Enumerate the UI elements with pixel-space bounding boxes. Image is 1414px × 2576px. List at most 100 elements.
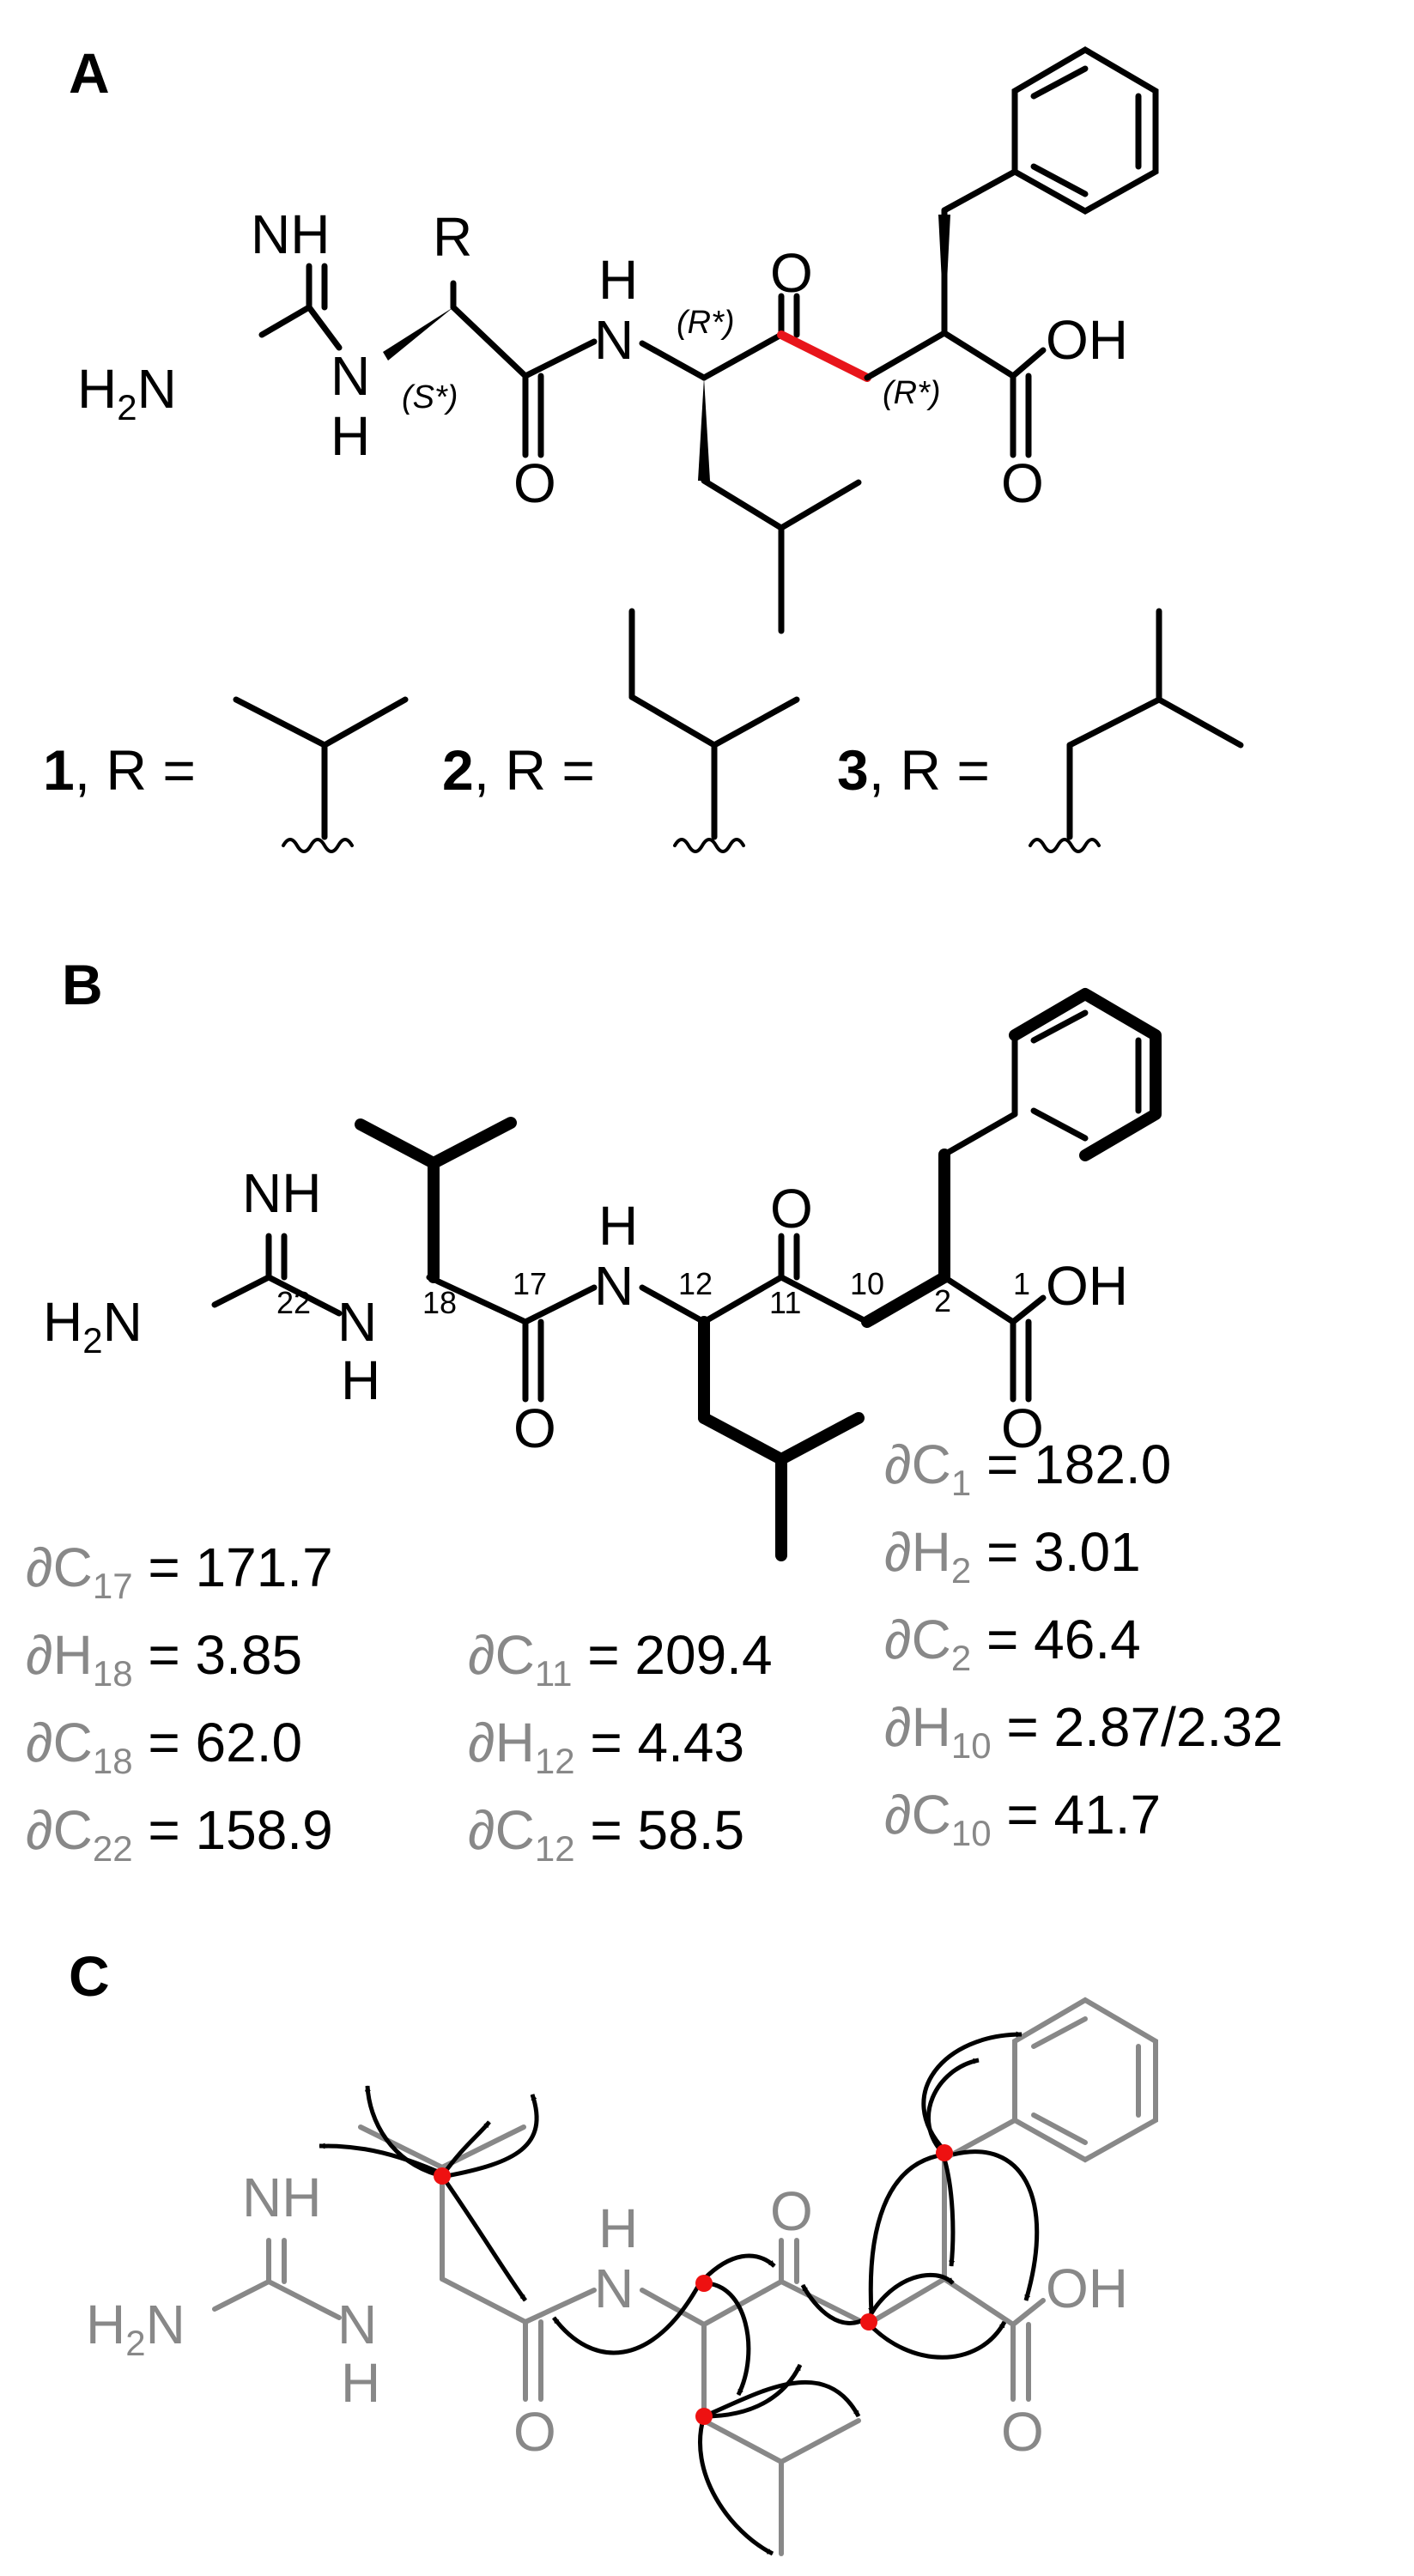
shift-c11: ∂C11 = 209.4 bbox=[468, 1624, 773, 1694]
atom-b-h2n-n: N bbox=[103, 1291, 143, 1353]
arrow-18-to-methyl2 bbox=[446, 2094, 539, 2179]
svg-text:2, R =: 2, R = bbox=[442, 738, 595, 802]
arrow-18-to-c22 bbox=[319, 2143, 439, 2174]
compound-3-num: 3 bbox=[837, 738, 869, 802]
atom-c-h2n: H2N bbox=[86, 2294, 185, 2363]
svg-text:3, R =: 3, R = bbox=[837, 738, 990, 802]
atom-c-h2n-sub: 2 bbox=[125, 2323, 145, 2363]
stereo-a-s: (S*) bbox=[402, 379, 458, 415]
proton-dots bbox=[434, 2144, 953, 2425]
shift-h12: ∂H12 = 4.43 bbox=[468, 1712, 744, 1781]
num-22: 22 bbox=[276, 1285, 311, 1320]
atom-numbering: 22 18 17 12 11 10 2 1 bbox=[276, 1266, 1030, 1320]
atom-c-o2: O bbox=[770, 2180, 813, 2242]
atom-b-h2n-h: H bbox=[43, 1291, 82, 1353]
atom-b-oh: OH bbox=[1046, 1255, 1128, 1317]
arrow-2-to-ring bbox=[921, 2031, 1023, 2152]
shift-c18: ∂C18 = 62.0 bbox=[26, 1712, 302, 1781]
dot-h10 bbox=[860, 2313, 877, 2331]
correlation-arrows bbox=[319, 2031, 1040, 2556]
arrow-10-to-c11 bbox=[800, 2283, 869, 2325]
atom-a-h1: H bbox=[331, 405, 370, 467]
panel-a-label: A bbox=[69, 41, 110, 105]
arrow-18-to-methyl bbox=[364, 2085, 443, 2179]
panel-b: B bbox=[26, 953, 1283, 1869]
num-17: 17 bbox=[513, 1266, 547, 1301]
atom-b-nh: NH bbox=[242, 1162, 321, 1224]
arrow-10-to-c2 bbox=[866, 2272, 955, 2319]
compound-1-num: 1 bbox=[43, 738, 75, 802]
atom-c-o1: O bbox=[513, 2401, 556, 2463]
compound-3-label: , R = bbox=[869, 738, 990, 802]
atom-b-o2: O bbox=[770, 1178, 813, 1240]
atom-a-h2n-h: H bbox=[77, 358, 117, 420]
atom-a-h2n-n: N bbox=[137, 358, 177, 420]
shift-c22: ∂C22 = 158.9 bbox=[26, 1799, 333, 1869]
atom-c-h2: H bbox=[598, 2197, 638, 2259]
atom-a-n1: N bbox=[331, 345, 370, 407]
panel-c-label: C bbox=[69, 1944, 110, 2008]
atom-c-n2: N bbox=[594, 2258, 634, 2319]
atom-a-h2n: H2N bbox=[77, 358, 177, 427]
structure-a-bonds bbox=[258, 45, 1159, 634]
shift-c1: ∂C1 = 182.0 bbox=[884, 1433, 1171, 1503]
atom-b-h2: H bbox=[598, 1195, 638, 1257]
compound-2: 2, R = bbox=[442, 608, 800, 853]
compound-2-num: 2 bbox=[442, 738, 474, 802]
atom-a-o1: O bbox=[513, 452, 556, 514]
stereo-a-r2: (R*) bbox=[883, 375, 941, 411]
dot-h-benzyl bbox=[936, 2144, 953, 2161]
atom-b-o3: O bbox=[1001, 1397, 1044, 1459]
arrow-13-to-methyl bbox=[703, 2379, 861, 2419]
shift-c12: ∂C12 = 58.5 bbox=[468, 1799, 744, 1869]
compound-1: 1, R = bbox=[43, 696, 409, 853]
compound-3: 3, R = bbox=[837, 608, 1244, 853]
atom-c-h2n-n: N bbox=[146, 2294, 185, 2355]
atom-c-h2n-h: H bbox=[86, 2294, 125, 2355]
arrow-10-to-c1 bbox=[865, 2320, 1007, 2360]
atom-c-o3: O bbox=[1001, 2401, 1044, 2463]
svg-text:H2N: H2N bbox=[77, 358, 177, 427]
shift-c2: ∂C2 = 46.4 bbox=[884, 1609, 1141, 1678]
atom-a-oh: OH bbox=[1046, 309, 1128, 371]
atom-a-h2n-sub: 2 bbox=[117, 387, 137, 427]
arrow-12-to-ch bbox=[703, 2281, 751, 2397]
svg-text:1, R =: 1, R = bbox=[43, 738, 196, 802]
atom-a-nh: NH bbox=[251, 203, 330, 265]
atom-b-n2: N bbox=[594, 1255, 634, 1317]
panel-c: C bbox=[69, 1944, 1158, 2556]
dot-h18 bbox=[434, 2167, 451, 2185]
arrow-ch2-to-c1 bbox=[952, 2149, 1040, 2301]
atom-b-n1: N bbox=[337, 1291, 377, 1353]
arrow-13-to-methyl2 bbox=[698, 2415, 774, 2556]
atom-b-h2n-sub: 2 bbox=[82, 1320, 102, 1361]
arrow-12-to-c17 bbox=[552, 2282, 702, 2355]
compound-2-label: , R = bbox=[474, 738, 595, 802]
shift-c17: ∂C17 = 171.7 bbox=[26, 1537, 333, 1606]
num-10: 10 bbox=[850, 1266, 884, 1301]
atom-b-o1: O bbox=[513, 1397, 556, 1459]
atom-a-o3: O bbox=[1001, 452, 1044, 514]
atom-b-h2n: H2N bbox=[43, 1291, 143, 1361]
dot-h12 bbox=[695, 2275, 713, 2292]
shift-h18: ∂H18 = 3.85 bbox=[26, 1624, 302, 1694]
atom-a-n2: N bbox=[594, 309, 634, 371]
atom-a-h2: H bbox=[598, 249, 638, 311]
panel-a: A bbox=[43, 41, 1244, 853]
atom-a-o2: O bbox=[770, 242, 813, 304]
structure-b-bonds bbox=[211, 1009, 1142, 1403]
num-2: 2 bbox=[934, 1283, 951, 1318]
num-12: 12 bbox=[678, 1266, 713, 1301]
arrow-ch2-to-c10 bbox=[868, 2152, 945, 2314]
structure-b-bold-bonds bbox=[355, 988, 1162, 1561]
dot-h13 bbox=[695, 2408, 713, 2425]
num-1: 1 bbox=[1013, 1266, 1030, 1301]
stereo-a-r1: (R*) bbox=[677, 305, 735, 341]
atom-c-h1: H bbox=[341, 2352, 380, 2414]
num-18: 18 bbox=[422, 1285, 457, 1320]
panel-b-label: B bbox=[62, 953, 103, 1016]
shift-c10: ∂C10 = 41.7 bbox=[884, 1784, 1161, 1853]
atom-c-n1: N bbox=[337, 2294, 377, 2355]
wedge-a-c12 bbox=[698, 378, 710, 481]
